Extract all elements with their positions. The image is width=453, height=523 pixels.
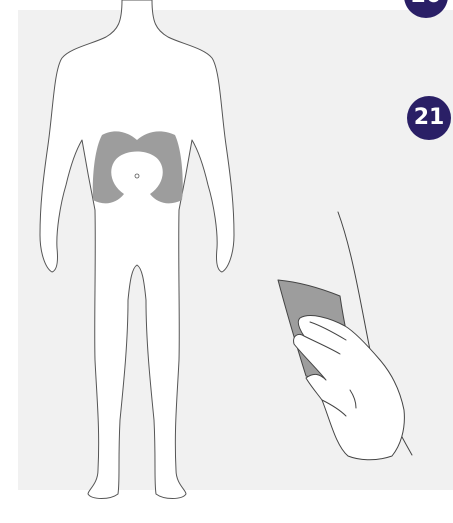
navel-marker xyxy=(135,174,139,178)
human-body-front-icon xyxy=(40,0,234,499)
hand-wiping-skin-icon xyxy=(278,212,412,460)
